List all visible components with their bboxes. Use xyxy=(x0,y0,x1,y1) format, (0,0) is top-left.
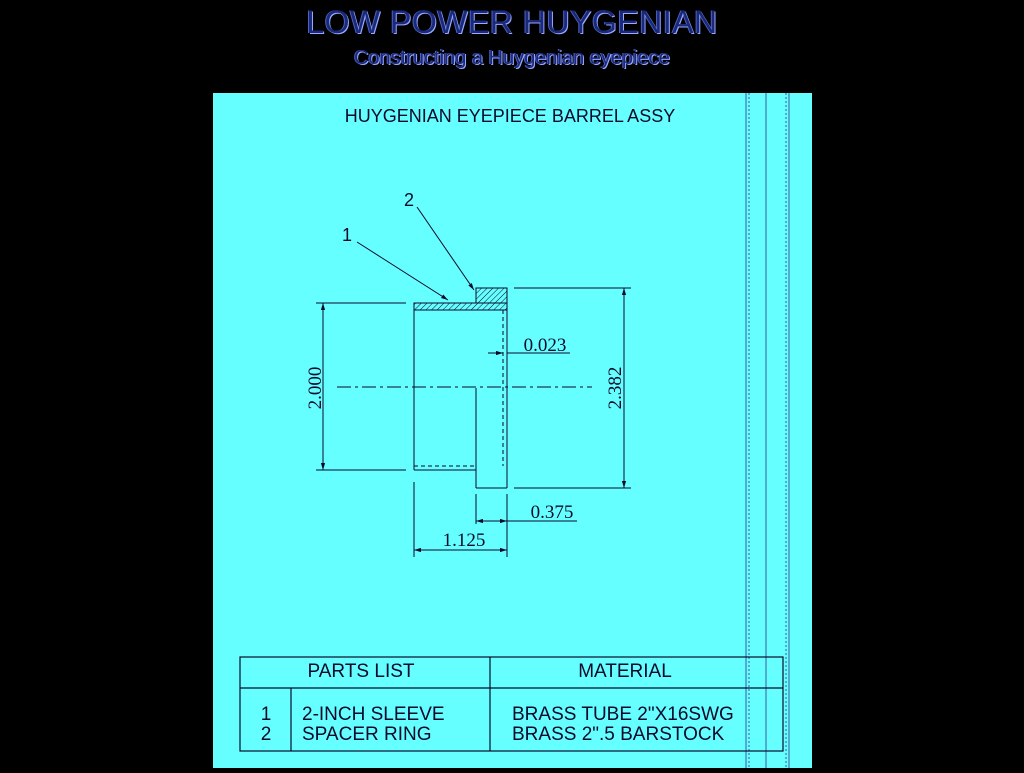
callout-leaders xyxy=(356,206,475,301)
dim-right-height-label: 2.382 xyxy=(605,367,626,410)
drawing-sheet: HUYGENIAN EYEPIECE BARREL ASSY 1 2 xyxy=(213,93,812,768)
part-number-1: 1 xyxy=(261,704,272,725)
part-name-2: SPACER RING xyxy=(302,724,432,745)
spacer-ring-part xyxy=(475,287,508,489)
callout-2: 2 xyxy=(404,190,414,210)
part-material-1: BRASS TUBE 2"X16SWG xyxy=(512,704,734,725)
parts-list-table xyxy=(239,656,784,752)
page-title: LOW POWER HUYGENIAN xyxy=(306,4,718,40)
dim-left-height xyxy=(316,302,406,471)
dim-left-height-label: 2.000 xyxy=(305,367,326,410)
technical-drawing: HUYGENIAN EYEPIECE BARREL ASSY 1 2 xyxy=(239,93,790,768)
part-material-2: BRASS 2".5 BARSTOCK xyxy=(512,724,725,745)
dim-ring-width xyxy=(475,494,577,524)
page-subtitle: Constructing a Huygenian eyepiece xyxy=(354,47,670,69)
dim-wall-label: 0.023 xyxy=(524,335,567,356)
callout-1: 1 xyxy=(342,225,352,245)
part-name-1: 2-INCH SLEEVE xyxy=(302,704,445,725)
part-number-2: 2 xyxy=(261,724,272,745)
dim-right-height xyxy=(514,287,631,489)
drawing-title: HUYGENIAN EYEPIECE BARREL ASSY xyxy=(345,106,675,126)
parts-list-header: PARTS LIST xyxy=(308,661,415,682)
border-lines xyxy=(745,93,790,768)
dim-length xyxy=(413,482,508,557)
dim-length-label: 1.125 xyxy=(443,530,486,551)
dim-ring-width-label: 0.375 xyxy=(531,502,574,523)
material-header: MATERIAL xyxy=(578,661,672,682)
